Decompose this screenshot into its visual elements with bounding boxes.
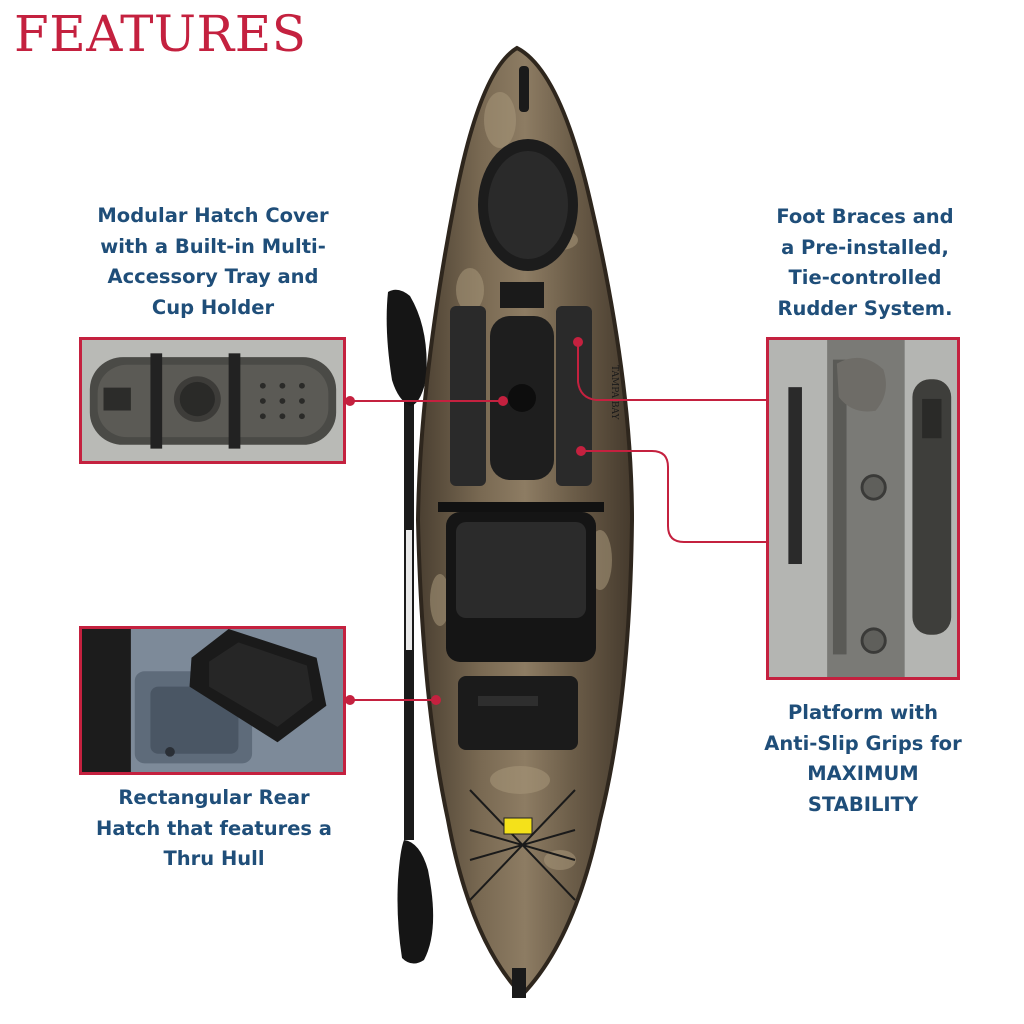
rear-hatch-photo — [79, 626, 346, 775]
foot-braces-caption: Foot Braces and a Pre-installed, Tie-con… — [776, 205, 954, 320]
page-title: FEATURES — [14, 5, 307, 63]
hatch-cover-photo — [79, 337, 346, 464]
rear-hatch-caption: Rectangular Rear Hatch that features a T… — [96, 786, 332, 870]
kayak-brand-text: TAMPA BAY — [609, 365, 619, 421]
hatch-cover-caption: Modular Hatch Cover with a Built-in Mult… — [97, 204, 329, 319]
platform-caption: Platform with Anti-Slip Grips for MAXIMU… — [764, 701, 962, 816]
foot-brace-photo — [766, 337, 960, 680]
rear-hatch — [458, 676, 578, 750]
paddle — [386, 289, 434, 964]
